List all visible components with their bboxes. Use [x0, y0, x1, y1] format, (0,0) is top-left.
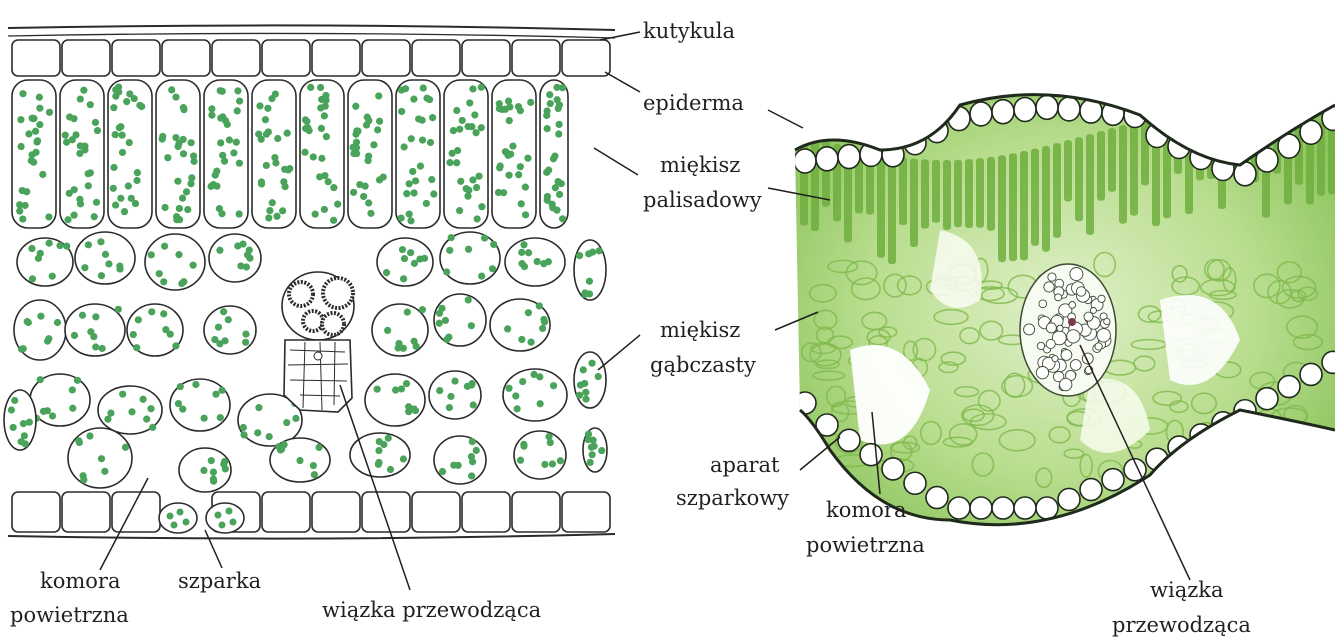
- leader-wiazka-right: [1080, 345, 1190, 580]
- label-komora-left-line1: komora: [40, 569, 120, 593]
- leader-palisade-right: [768, 188, 830, 200]
- label-wiazka-left: wiązka przewodząca: [322, 598, 541, 622]
- label-aparat-line1: aparat: [710, 453, 780, 477]
- leader-palisade-left: [594, 148, 638, 175]
- leader-spongy-left: [598, 335, 640, 370]
- leader-komora-left: [100, 478, 148, 570]
- label-szparka: szparka: [178, 569, 261, 593]
- leader-epiderma-left: [605, 72, 640, 92]
- label-epiderma: epiderma: [643, 91, 744, 115]
- leader-komora-right: [872, 412, 880, 494]
- leader-kutykula: [600, 32, 640, 40]
- label-komora-left-line2: powietrzna: [10, 603, 129, 627]
- leader-szparka: [205, 530, 222, 568]
- leader-aparat: [800, 437, 840, 470]
- label-spongy-line1: miękisz: [660, 318, 740, 342]
- label-wiazka-right-line2: przewodząca: [1112, 613, 1251, 637]
- leader-wiazka-left: [340, 385, 410, 590]
- label-spongy-line2: gąbczasty: [650, 353, 756, 377]
- label-kutykula: kutykula: [643, 19, 735, 43]
- leader-spongy-right: [775, 312, 818, 330]
- label-wiazka-right-line1: wiązka: [1150, 578, 1224, 602]
- label-komora-right-line1: komora: [826, 498, 906, 522]
- label-palisade-line1: miękisz: [660, 153, 740, 177]
- leader-epiderma-right: [768, 110, 803, 128]
- label-aparat-line2: szparkowy: [676, 486, 789, 510]
- label-palisade-line2: palisadowy: [643, 188, 762, 212]
- label-komora-right-line2: powietrzna: [806, 533, 925, 557]
